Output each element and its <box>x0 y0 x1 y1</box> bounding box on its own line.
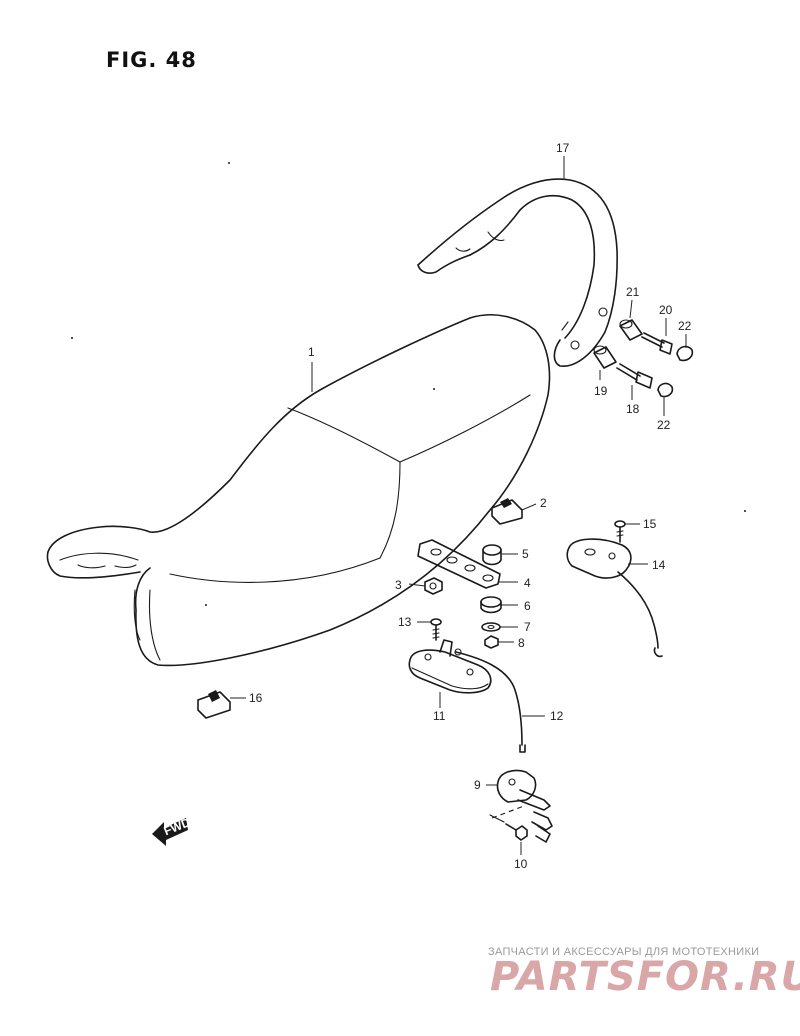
forward-direction-arrow: FWD <box>152 815 193 846</box>
washer-part-7 <box>481 622 501 632</box>
callout-13: 13 <box>398 615 412 629</box>
callout-22-upper: 22 <box>678 319 692 333</box>
callout-5: 5 <box>522 547 529 561</box>
callout-19: 19 <box>594 384 608 398</box>
leader-lines <box>230 156 687 855</box>
watermark: ЗАПЧАСТИ И АКСЕССУАРЫ ДЛЯ МОТОТЕХНИКИ PA… <box>488 946 800 1000</box>
callout-22-lower: 22 <box>657 418 671 432</box>
callout-10: 10 <box>514 857 528 871</box>
callout-15: 15 <box>643 517 657 531</box>
callout-2: 2 <box>540 496 547 510</box>
cable-part-12 <box>454 648 526 753</box>
callout-16: 16 <box>249 691 263 705</box>
callout-11: 11 <box>433 709 446 723</box>
bolt-part-20 <box>641 332 673 355</box>
callout-labels: 1 2 3 4 5 6 7 8 9 10 11 12 13 14 15 16 1… <box>249 141 692 871</box>
grab-rail-part-17 <box>417 178 618 367</box>
collar-part-19 <box>593 345 617 369</box>
cap-part-22-lower <box>657 382 674 398</box>
callout-6: 6 <box>524 599 531 613</box>
callout-20: 20 <box>659 303 673 317</box>
nut-part-8 <box>484 635 499 649</box>
callout-1: 1 <box>308 345 315 359</box>
watermark-logo: PARTSFOR.RU <box>490 954 800 1000</box>
callout-17: 17 <box>556 141 570 155</box>
callout-8: 8 <box>518 636 525 650</box>
damper-part-5 <box>482 544 502 566</box>
callout-21: 21 <box>626 285 640 299</box>
callout-12: 12 <box>550 709 564 723</box>
seat-part-1 <box>46 314 551 667</box>
screw-part-15 <box>614 520 626 543</box>
clip-part-16 <box>197 690 231 719</box>
callout-4: 4 <box>524 576 531 590</box>
cap-part-22-upper <box>676 345 694 362</box>
bolt-part-18 <box>616 363 653 389</box>
nut-part-3 <box>424 577 443 595</box>
screw-part-13 <box>430 618 442 641</box>
callout-14: 14 <box>652 558 666 572</box>
lock-bracket-part-11 <box>408 639 492 694</box>
scan-specks <box>71 162 746 606</box>
figure-title: FIG. 48 <box>106 48 197 72</box>
callout-9: 9 <box>474 778 481 792</box>
watermark-tagline: ЗАПЧАСТИ И АКСЕССУАРЫ ДЛЯ МОТОТЕХНИКИ <box>488 946 759 958</box>
cushion-part-6 <box>480 596 502 614</box>
callout-18: 18 <box>626 402 640 416</box>
hinge-plate-part-4 <box>417 539 501 589</box>
switch-part-14 <box>566 538 663 658</box>
bolt-part-10 <box>489 814 528 841</box>
seat-lock-part-9 <box>491 769 553 843</box>
collar-part-21 <box>619 319 643 341</box>
callout-7: 7 <box>524 620 531 634</box>
clip-part-2 <box>491 498 523 525</box>
callout-3: 3 <box>395 578 402 592</box>
